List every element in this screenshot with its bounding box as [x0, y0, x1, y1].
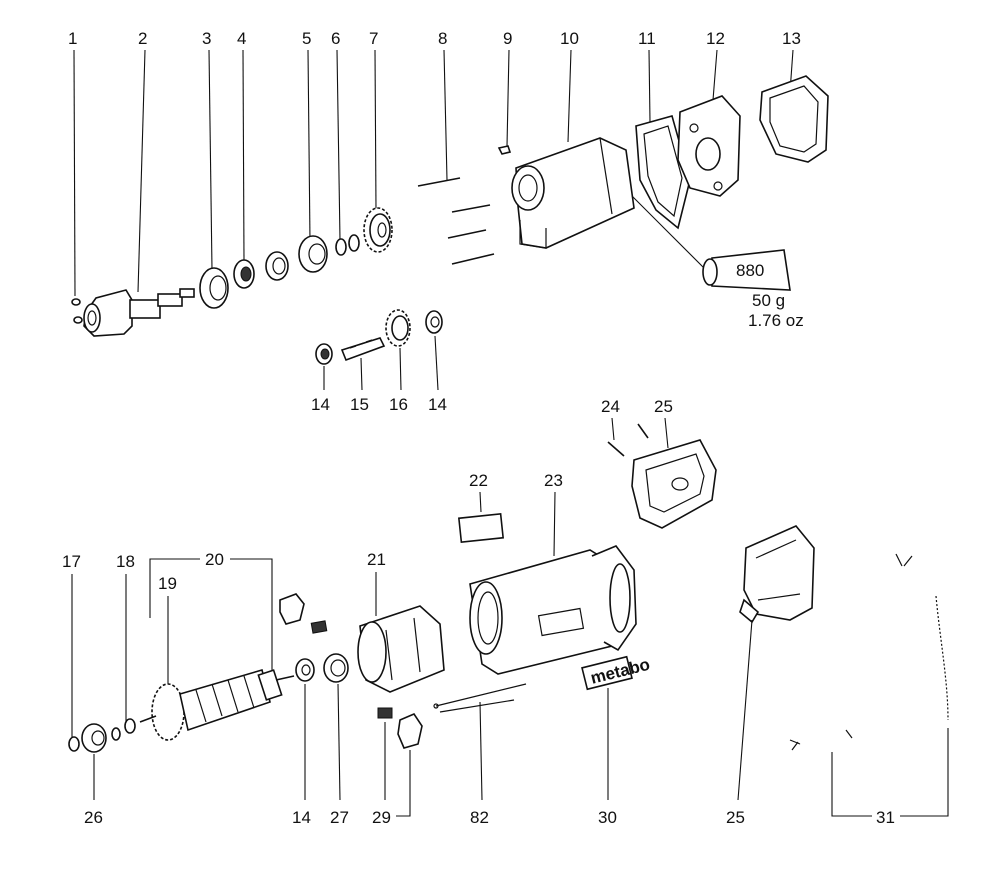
callout-25-bottom: 25: [726, 808, 745, 827]
part-14-bearing-left: [315, 343, 333, 390]
callout-6: 6: [331, 29, 340, 48]
callout-12: 12: [706, 29, 725, 48]
tube-weight-grams: 50 g: [752, 291, 785, 310]
ring-between-4-5: [265, 251, 289, 281]
part-10-gear-housing: [511, 137, 635, 249]
part-9-pin: [497, 145, 512, 155]
callout-13: 13: [782, 29, 801, 48]
part-12-flange: [677, 95, 741, 197]
callout-5: 5: [302, 29, 311, 48]
part-16-gear-small: [385, 309, 411, 391]
callout-19: 19: [158, 574, 177, 593]
tube-label: 880: [736, 261, 764, 280]
part-30-brand-plate: metabo 30: [581, 655, 652, 827]
callout-labels-lower-mid: 14 27: [292, 808, 349, 827]
callout-4: 4: [237, 29, 246, 48]
callout-8: 8: [438, 29, 447, 48]
part-18-washers: [111, 718, 136, 741]
callout-labels-top: 1 2 3 4 5 6 7 8 9 10 11 12 13: [68, 29, 801, 48]
callout-16: 16: [389, 395, 408, 414]
callout-1: 1: [68, 29, 77, 48]
callout-22: 22: [469, 471, 488, 490]
part-15-pinion-shaft: [340, 337, 386, 391]
callout-20: 20: [205, 550, 224, 569]
part-3-bearing: [199, 267, 229, 309]
part-5-bearing: [298, 235, 328, 273]
part-21-field-stator: [357, 605, 445, 693]
part-22-label-plate: [457, 512, 505, 544]
part-11-gasket: [635, 115, 691, 230]
part-7-gear: [363, 207, 393, 253]
grease-tube-880: 880 50 g 1.76 oz: [631, 195, 804, 330]
callout-24: 24: [601, 397, 620, 416]
part-19-armature: [139, 668, 295, 741]
callout-82: 82: [470, 808, 489, 827]
part-24-screws: [607, 423, 649, 457]
callout-14-a: 14: [311, 395, 330, 414]
part-29-brush-holder: 29: [372, 707, 423, 827]
callout-15: 15: [350, 395, 369, 414]
part-31-power-cable: 31: [789, 553, 949, 827]
callout-23: 23: [544, 471, 563, 490]
part-82-cable-ties: 82: [433, 683, 527, 827]
part-8-screws: [417, 177, 495, 265]
callout-14-b: 14: [428, 395, 447, 414]
callout-10: 10: [560, 29, 579, 48]
part-1-balls: [71, 298, 83, 324]
callout-21: 21: [367, 550, 386, 569]
part-14-bearing-right: [425, 310, 443, 391]
callout-labels-24-25: 24 25: [601, 397, 673, 449]
callout-2: 2: [138, 29, 147, 48]
part-2-spindle: [83, 288, 195, 337]
part-4-bearing: [233, 259, 255, 289]
part-13-cover: [759, 75, 829, 163]
callout-25-top: 25: [654, 397, 673, 416]
callout-labels-22-23: 22 23: [469, 471, 563, 557]
part-25-handle-shell: 25: [726, 525, 815, 827]
part-14-bearing-lower: [295, 658, 315, 800]
callout-9: 9: [503, 29, 512, 48]
part-26-bearing: [81, 723, 107, 800]
callout-11: 11: [638, 29, 656, 48]
part-27-bushing: [323, 653, 349, 801]
callout-18: 18: [116, 552, 135, 571]
callout-17: 17: [62, 552, 81, 571]
callout-3: 3: [202, 29, 211, 48]
callout-21-group: 21: [367, 550, 386, 616]
callout-7: 7: [369, 29, 378, 48]
callout-30: 30: [598, 808, 617, 827]
part-17-ring: [68, 736, 80, 752]
callout-29: 29: [372, 808, 391, 827]
leader-lines-top: [73, 49, 794, 297]
callout-31: 31: [876, 808, 895, 827]
callout-labels-middle: 14 15 16 14: [311, 395, 447, 414]
callout-26: 26: [84, 808, 103, 827]
callout-27: 27: [330, 808, 349, 827]
brush-holder-upper: [279, 593, 328, 634]
part-6-washers: [335, 234, 360, 256]
tube-weight-ounces: 1.76 oz: [748, 311, 804, 330]
callout-26-label: 26: [84, 808, 103, 827]
part-25-rear-cover: [631, 439, 717, 529]
callout-labels-bottom-left: 17 18 19 20: [62, 550, 273, 740]
part-23-motor-housing: [469, 545, 637, 675]
callout-14-c: 14: [292, 808, 311, 827]
